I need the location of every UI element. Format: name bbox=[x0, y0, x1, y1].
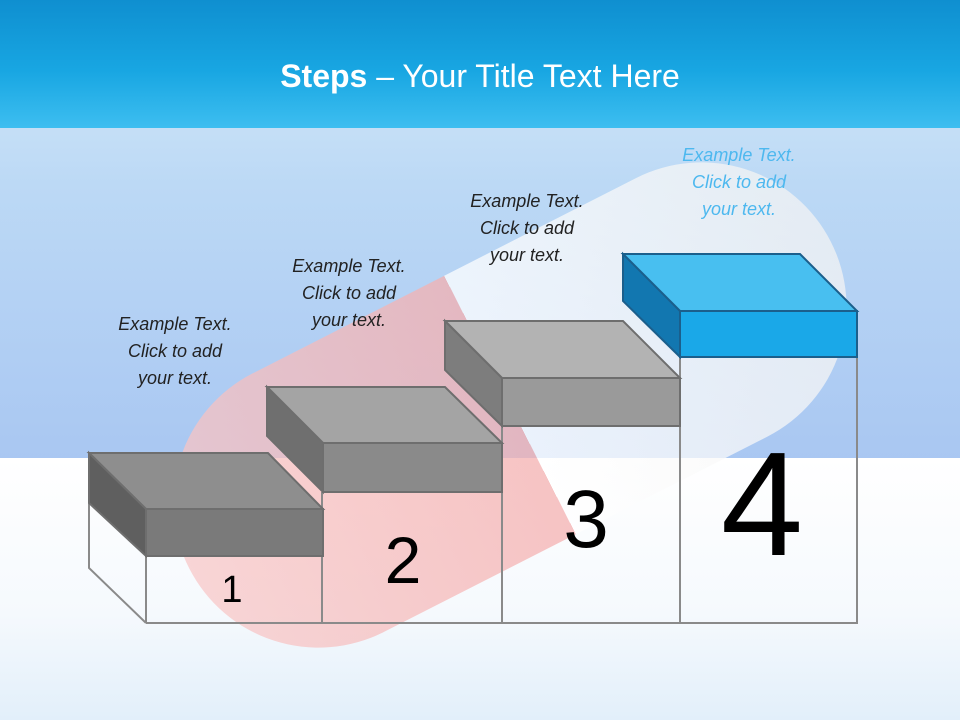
step-1-label-line-3: your text. bbox=[137, 368, 213, 388]
step-2-label-line-1: Example Text. bbox=[292, 256, 406, 276]
step-3-number: 3 bbox=[563, 474, 609, 565]
step-4-number: 4 bbox=[720, 422, 804, 587]
title-rest: – Your Title Text Here bbox=[367, 58, 680, 94]
step-1-block bbox=[86, 450, 326, 559]
step-4-block bbox=[620, 251, 860, 360]
step-1-label-line-1: Example Text. bbox=[118, 314, 232, 334]
step-2-label-line-2: Click to add bbox=[301, 283, 397, 303]
step-2-label-line-3: your text. bbox=[311, 310, 387, 330]
step-2-number: 2 bbox=[384, 523, 422, 597]
slide-title[interactable]: Steps – Your Title Text Here bbox=[0, 58, 960, 95]
step-3-label[interactable]: Example Text. Click to add your text. bbox=[437, 188, 617, 269]
step-3-label-line-1: Example Text. bbox=[470, 191, 584, 211]
step-2-block bbox=[264, 384, 505, 495]
step-3-label-line-2: Click to add bbox=[479, 218, 575, 238]
step-2-label[interactable]: Example Text. Click to add your text. bbox=[259, 253, 439, 334]
step-1-label[interactable]: Example Text. Click to add your text. bbox=[85, 311, 265, 392]
step-4-label-line-2: Click to add bbox=[691, 172, 787, 192]
step-4-label-line-3: your text. bbox=[701, 199, 777, 219]
header-band bbox=[0, 0, 960, 128]
step-3-block bbox=[442, 318, 683, 429]
step-3-label-line-3: your text. bbox=[489, 245, 565, 265]
step-1-label-line-2: Click to add bbox=[127, 341, 223, 361]
title-bold: Steps bbox=[280, 58, 368, 94]
step-1-number: 1 bbox=[221, 569, 243, 611]
step-4-label-line-1: Example Text. bbox=[682, 145, 796, 165]
step-1-column bbox=[88, 503, 322, 624]
step-4-label[interactable]: Example Text. Click to add your text. bbox=[649, 142, 829, 223]
